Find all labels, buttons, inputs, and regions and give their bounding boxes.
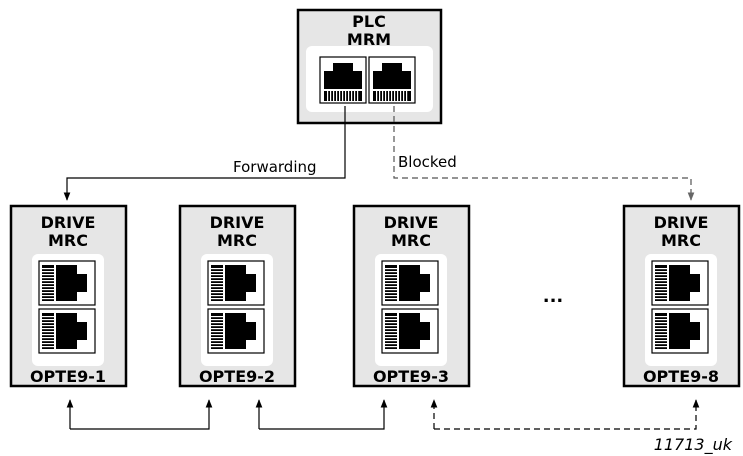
ethernet-port-icon — [38, 260, 96, 306]
drive-subtitle: MRC — [217, 231, 257, 250]
blocked-connection: Blocked — [393, 106, 695, 201]
drive-title: DRIVE — [384, 213, 439, 232]
ethernet-port-icon — [319, 56, 367, 104]
blocked-label: Blocked — [398, 153, 457, 171]
ethernet-port-icon — [368, 56, 416, 104]
ethernet-port-icon — [651, 308, 709, 354]
ethernet-port-icon — [651, 260, 709, 306]
drive-subtitle: MRC — [48, 231, 88, 250]
plc-node: PLC MRM — [296, 8, 443, 125]
ethernet-port-icon — [38, 308, 96, 354]
drive-subtitle: MRC — [661, 231, 701, 250]
drive-subtitle: MRC — [391, 231, 431, 250]
link-drive2-drive3 — [255, 399, 388, 430]
drive-node-2: DRIVE MRC OPTE9-2 — [178, 204, 297, 388]
plc-title: PLC — [352, 12, 386, 31]
drive-label: OPTE9-8 — [643, 367, 719, 386]
link-drive3-drive8 — [430, 399, 700, 430]
drive-label: OPTE9-3 — [373, 367, 449, 386]
ethernet-port-icon — [207, 260, 265, 306]
drive-title: DRIVE — [210, 213, 265, 232]
drive-label: OPTE9-2 — [199, 367, 275, 386]
ethernet-port-icon — [207, 308, 265, 354]
drive-node-3: DRIVE MRC OPTE9-3 — [352, 204, 471, 388]
figure-id: 11713_uk — [654, 435, 733, 455]
forwarding-connection: Forwarding — [63, 106, 346, 201]
drive-node-8: DRIVE MRC OPTE9-8 — [622, 204, 741, 388]
ethernet-port-icon — [381, 308, 439, 354]
drive-label: OPTE9-1 — [30, 367, 106, 386]
drive-title: DRIVE — [654, 213, 709, 232]
forwarding-label: Forwarding — [233, 158, 317, 176]
plc-subtitle: MRM — [347, 30, 391, 49]
ellipsis: ... — [543, 286, 564, 307]
ethernet-port-icon — [381, 260, 439, 306]
drive-title: DRIVE — [41, 213, 96, 232]
link-drive1-drive2 — [66, 399, 213, 430]
drive-node-1: DRIVE MRC OPTE9-1 — [9, 204, 128, 388]
